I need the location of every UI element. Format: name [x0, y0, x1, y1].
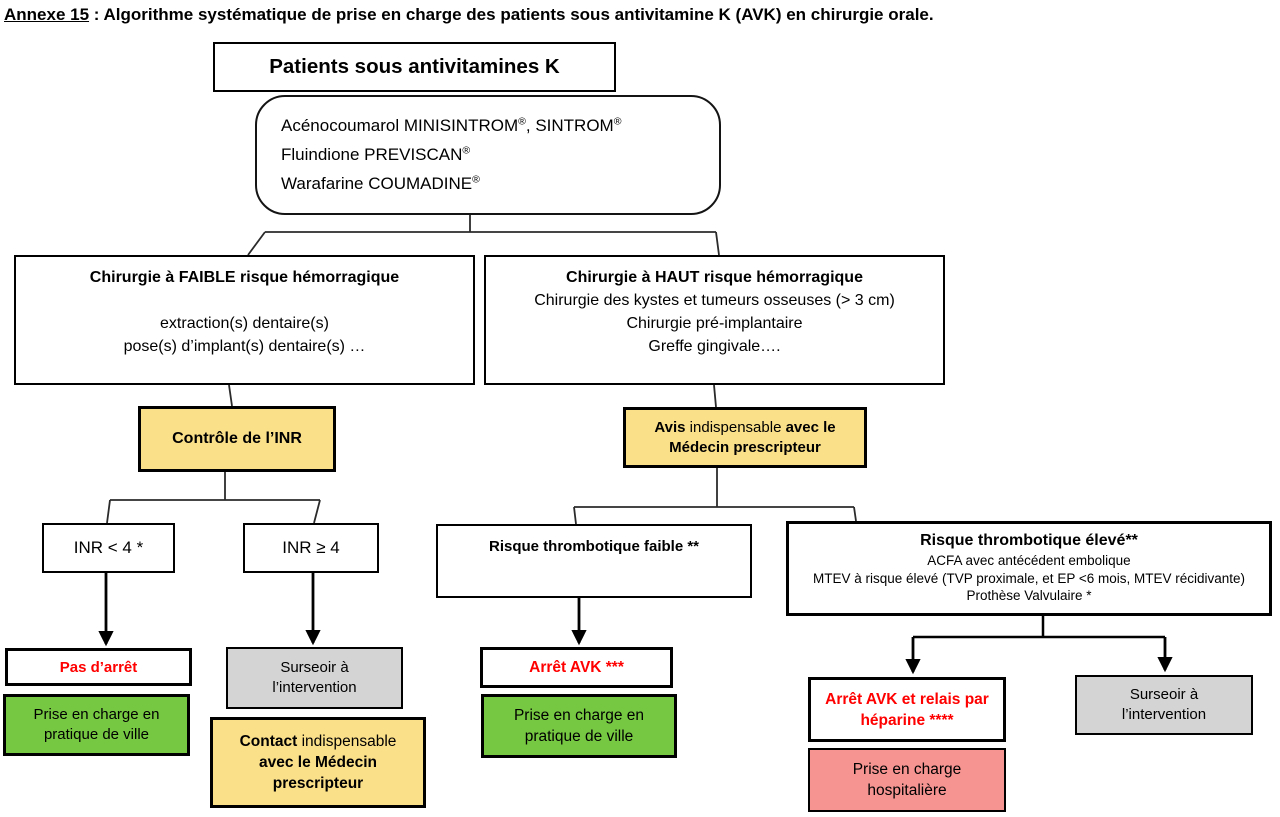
connector-drugs-split: [247, 215, 720, 256]
page-title: Annexe 15 : Algorithme systématique de p…: [4, 5, 1274, 25]
low-thrombotic-risk-box: Risque thrombotique faible **: [436, 524, 752, 598]
high-thrombotic-line-prothese: Prothèse Valvulaire *: [966, 588, 1092, 603]
drug-line-fluindione: Fluindione PREVISCAN®: [281, 144, 471, 164]
avk-drugs-box: Acénocoumarol MINISINTROM®, SINTROM® Flu…: [255, 95, 721, 215]
high-thrombotic-risk-box: Risque thrombotique élevé** ACFA avec an…: [786, 521, 1272, 616]
no-stop-box: Pas d’arrêt: [5, 648, 192, 686]
drug-line-warafarine: Warafarine COUMADINE®: [281, 173, 480, 193]
low-risk-line-extraction: extraction(s) dentaire(s): [160, 315, 329, 332]
connector-eleve-split: [913, 616, 1165, 639]
city-practice-care-box-middle: Prise en charge en pratique de ville: [481, 694, 677, 758]
prescriber-advice-box: Avis indispensable avec le Médecin presc…: [623, 407, 867, 468]
inr-above-4-box: INR ≥ 4: [243, 523, 379, 573]
postpone-intervention-box-right: Surseoir à l’intervention: [1075, 675, 1253, 735]
low-bleeding-risk-surgery-box: Chirurgie à FAIBLE risque hémorragique e…: [14, 255, 475, 385]
contact-prescriber-box: Contact indispensable avec le Médecin pr…: [210, 717, 426, 808]
inr-below-4-box: INR < 4 *: [42, 523, 175, 573]
connector-risque-split: [573, 468, 857, 525]
high-risk-title: Chirurgie à HAUT risque hémorragique: [566, 269, 863, 286]
city-practice-care-box-left: Prise en charge en pratique de ville: [3, 694, 190, 756]
high-thrombotic-title: Risque thrombotique élevé**: [920, 532, 1138, 549]
connector-haut-avis: [713, 384, 717, 408]
drug-line-acenocoumarol: Acénocoumarol MINISINTROM®, SINTROM®: [281, 115, 622, 135]
prescriber-advice-text: Avis indispensable avec le Médecin presc…: [654, 418, 836, 456]
low-risk-line-implant: pose(s) d’implant(s) dentaire(s) …: [123, 338, 366, 355]
page-title-text: : Algorithme systématique de prise en ch…: [89, 5, 934, 24]
high-bleeding-risk-surgery-box: Chirurgie à HAUT risque hémorragique Chi…: [484, 255, 945, 385]
page-title-annexe-number: Annexe 15: [4, 5, 90, 24]
patients-avk-box: Patients sous antivitamines K: [213, 42, 616, 92]
low-risk-title: Chirurgie à FAIBLE risque hémorragique: [89, 269, 400, 286]
connector-inr-split: [106, 472, 321, 524]
stop-avk-box: Arrêt AVK ***: [480, 647, 673, 688]
hospital-care-box: Prise en charge hospitalière: [808, 748, 1006, 812]
high-thrombotic-line-acfa: ACFA avec antécédent embolique: [927, 553, 1131, 568]
stop-avk-heparin-bridge-box: Arrêt AVK et relais par héparine ****: [808, 677, 1006, 742]
high-risk-line-kystes: Chirurgie des kystes et tumeurs osseuses…: [534, 292, 895, 309]
connector-faible-controle: [228, 384, 233, 407]
contact-prescriber-text: Contact indispensable avec le Médecin pr…: [239, 733, 397, 792]
inr-control-box: Contrôle de l’INR: [138, 406, 336, 472]
postpone-intervention-box-left: Surseoir à l’intervention: [226, 647, 403, 709]
high-risk-line-greffe: Greffe gingivale….: [648, 338, 781, 355]
high-risk-line-preimplant: Chirurgie pré-implantaire: [626, 315, 803, 332]
high-thrombotic-line-mtev: MTEV à risque élevé (TVP proximale, et E…: [812, 570, 1246, 586]
